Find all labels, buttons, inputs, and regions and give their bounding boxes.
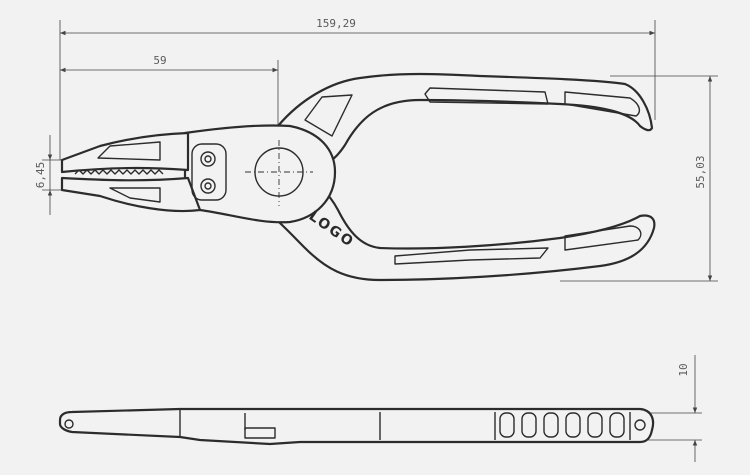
upper-jaw-window	[97, 141, 161, 161]
jaw-teeth	[74, 169, 164, 175]
lower-jaw-window	[109, 187, 161, 203]
jaw-length-label: 59	[153, 54, 166, 67]
overall-height-label: 55,03	[694, 155, 707, 188]
dimension-jaw-height: 6,45	[34, 135, 75, 215]
grip-slot-3	[543, 412, 559, 438]
upper-handle	[276, 72, 654, 165]
rivet-top-center	[204, 155, 212, 163]
top-view-body	[58, 407, 655, 446]
rivet-bottom	[200, 178, 216, 194]
upper-handle-grip-slot	[564, 91, 641, 117]
lower-handle	[238, 174, 656, 282]
jaw-height-label: 6,45	[34, 162, 47, 189]
lower-handle-grip-slot	[564, 225, 642, 251]
grip-slot-6	[609, 412, 625, 438]
upper-handle-slot	[424, 87, 549, 105]
rivet-bottom-center	[204, 182, 212, 190]
pliers-top-view	[58, 407, 655, 446]
pliers-head	[183, 124, 337, 224]
rivet-plate	[191, 143, 227, 201]
rivet-top	[200, 151, 216, 167]
top-view-end-hole	[634, 419, 646, 431]
upper-handle-triangle-cutout	[304, 94, 353, 137]
top-view-tip-hole	[64, 419, 74, 429]
pliers-side-view: LOGO	[60, 72, 656, 282]
upper-jaw	[60, 131, 190, 174]
overall-length-label: 159,29	[316, 17, 356, 30]
dimension-overall-height: 55,03	[560, 75, 718, 282]
grip-slot-1	[499, 412, 515, 438]
grip-slot-2	[521, 412, 537, 438]
grip-slot-4	[565, 412, 581, 438]
dimension-jaw-length: 59	[59, 54, 279, 130]
grip-slot-5	[587, 412, 603, 438]
dimension-overall-length: 159,29	[59, 17, 656, 160]
dimension-thickness: 10	[640, 355, 702, 462]
thickness-label: 10	[677, 363, 690, 376]
lower-handle-slot	[394, 247, 549, 265]
lower-jaw	[60, 176, 202, 213]
top-view-pivot-block	[244, 427, 276, 439]
